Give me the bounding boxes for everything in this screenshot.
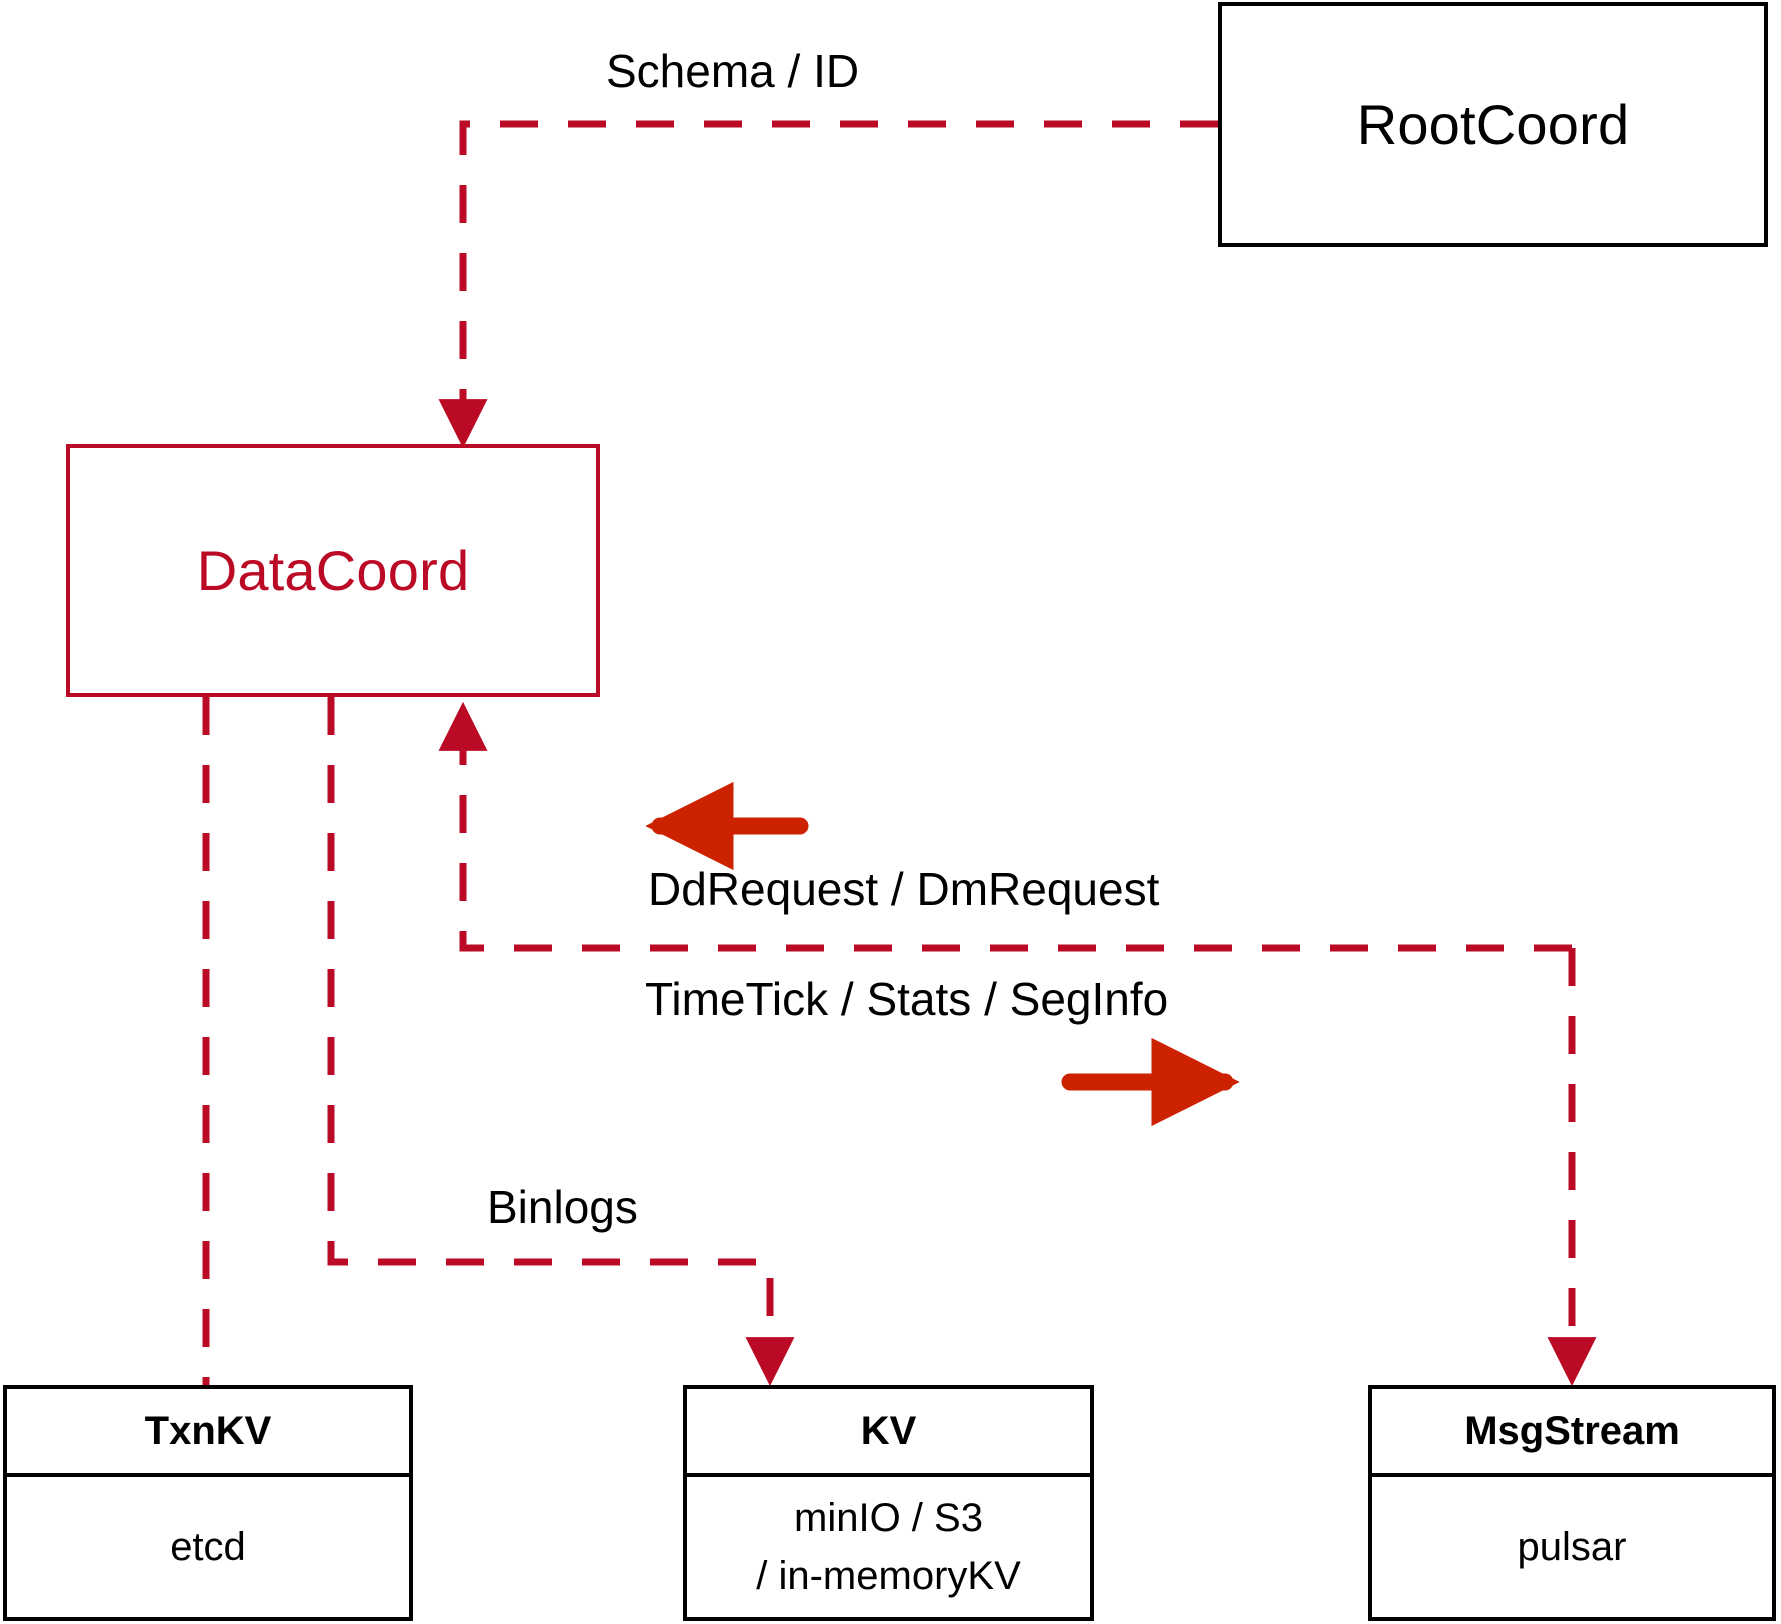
node-txnkv-body: etcd — [7, 1477, 409, 1617]
node-msgstream-body: pulsar — [1372, 1477, 1772, 1617]
node-txnkv-body-line: etcd — [170, 1525, 246, 1569]
node-msgstream-title: MsgStream — [1372, 1389, 1772, 1477]
node-rootcoord[interactable]: RootCoord — [1218, 2, 1768, 247]
node-datacoord[interactable]: DataCoord — [66, 444, 600, 697]
node-kv[interactable]: KV minIO / S3 / in-memoryKV — [683, 1385, 1094, 1621]
node-kv-body-line: / in-memoryKV — [756, 1554, 1021, 1598]
edge-label-schema-id: Schema / ID — [606, 45, 860, 97]
node-datacoord-label: DataCoord — [196, 539, 470, 602]
node-txnkv[interactable]: TxnKV etcd — [3, 1385, 413, 1621]
node-kv-body-line: minIO / S3 — [794, 1496, 983, 1540]
edge-msgstream-to-datacoord — [438, 701, 1572, 952]
node-kv-body: minIO / S3 / in-memoryKV — [687, 1477, 1090, 1617]
node-kv-title: KV — [687, 1389, 1090, 1477]
node-rootcoord-label: RootCoord — [1356, 93, 1630, 156]
edge-rootcoord-to-datacoord — [438, 120, 1218, 449]
node-msgstream-body-line: pulsar — [1517, 1525, 1627, 1569]
edge-label-binlogs: Binlogs — [487, 1181, 638, 1233]
node-txnkv-title: TxnKV — [7, 1389, 409, 1477]
node-msgstream[interactable]: MsgStream pulsar — [1368, 1385, 1776, 1621]
edge-label-timetick: TimeTick / Stats / SegInfo — [645, 973, 1169, 1025]
edge-datacoord-to-kv — [327, 697, 795, 1387]
edge-label-ddrequest: DdRequest / DmRequest — [648, 863, 1160, 915]
